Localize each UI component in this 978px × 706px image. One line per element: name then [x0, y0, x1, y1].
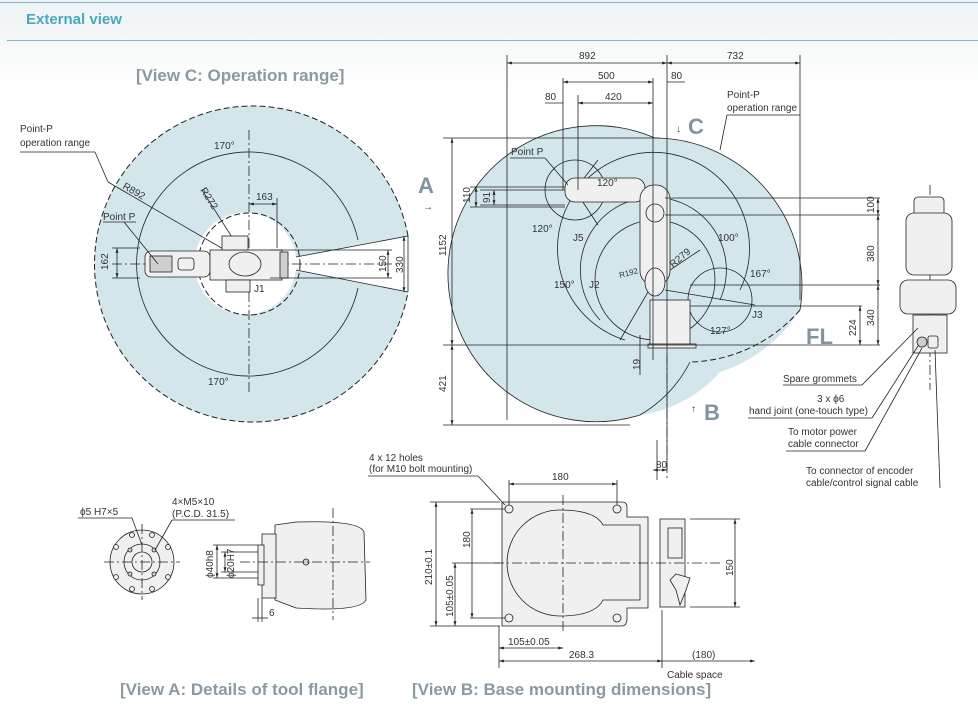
- arrow-a-glyph: →: [423, 202, 433, 213]
- angle-167: 167°: [750, 269, 771, 280]
- dim-19: 19: [632, 358, 643, 370]
- dim-80-left: 80: [545, 92, 557, 103]
- mount-hole: [612, 504, 622, 514]
- wrist-body: [274, 521, 367, 610]
- view-a-title: [View A: Details of tool flange]: [120, 680, 364, 699]
- base-dim-180-left: 180: [462, 531, 473, 548]
- view-c-point-p: Point P: [103, 212, 136, 223]
- side-view-drawing: [443, 55, 880, 480]
- dim-110: 110: [462, 187, 473, 203]
- dim-1152: 1152: [438, 234, 449, 256]
- side-range-label-2: operation range: [727, 103, 797, 114]
- front-arm: [905, 212, 953, 276]
- callout-motor-power-1: To motor power: [788, 427, 858, 438]
- view-c-dim-162: 162: [100, 253, 111, 270]
- floor-level-label: FL: [806, 324, 833, 349]
- dim-80-top: 80: [671, 71, 683, 82]
- mount-hole: [504, 504, 514, 514]
- base-dim-210: 210±0.1: [424, 548, 435, 585]
- dim-892: 892: [579, 51, 596, 62]
- base-dim-180-cable: (180): [692, 650, 715, 661]
- dim-340: 340: [866, 309, 877, 326]
- dia-40h8: ϕ40h8: [205, 550, 216, 578]
- view-c-j1: J1: [254, 284, 265, 295]
- base-dim-105-v: 105±0.05: [445, 575, 456, 617]
- joint-j3: J3: [752, 310, 763, 321]
- front-view-drawing: [748, 185, 957, 489]
- dim-380: 380: [866, 245, 877, 262]
- header-rule: [7, 40, 978, 41]
- side-point-p: Point P: [511, 147, 544, 158]
- dim-500: 500: [598, 71, 615, 82]
- angle-j5-bottom: 120°: [532, 224, 553, 235]
- callout-hand-joint-1: 3 x ϕ6: [817, 394, 845, 405]
- dim-80-bottom: 80: [656, 460, 668, 471]
- callout-encoder-2: cable/control signal cable: [806, 478, 919, 489]
- dim-420: 420: [605, 92, 622, 103]
- dim-421: 421: [438, 375, 449, 392]
- view-c-drawing: [20, 105, 409, 423]
- arrow-c-glyph: ↓: [676, 124, 681, 135]
- cable-space-label: Cable space: [667, 670, 723, 681]
- arrow-b-label: B: [704, 400, 720, 425]
- base-dim-180-top: 180: [552, 472, 569, 483]
- callout-motor-power-2: cable connector: [788, 439, 859, 450]
- base-dim-268: 268.3: [569, 650, 594, 661]
- dim-732: 732: [727, 51, 744, 62]
- arrow-b-glyph: ↑: [691, 404, 696, 415]
- view-c-dim-163: 163: [256, 192, 273, 203]
- tap-holes-label-1: 4×M5×10: [172, 497, 215, 508]
- callout-spare-grommets: Spare grommets: [783, 374, 857, 385]
- view-b-title: [View B: Base mounting dimensions]: [412, 680, 712, 699]
- view-c-tool: [149, 255, 173, 273]
- joint-j5: J5: [573, 233, 584, 244]
- mount-hole: [504, 613, 514, 623]
- view-c-dim-330: 330: [395, 256, 406, 273]
- view-b-drawing: [368, 475, 755, 668]
- angle-j5-top: 120°: [597, 178, 618, 189]
- view-a-drawing: [78, 508, 370, 622]
- side-base: [649, 299, 691, 346]
- arrow-c-label: C: [688, 114, 704, 139]
- view-c-angle-top: 170°: [214, 141, 235, 152]
- angle-j2: 150°: [554, 280, 575, 291]
- base-dim-105-h: 105±0.05: [508, 637, 550, 648]
- view-c-range-area: [94, 105, 408, 423]
- top-rule: [0, 2, 978, 3]
- side-range-area: [447, 125, 802, 422]
- dia-20h7: ϕ20H7: [226, 548, 237, 578]
- callout-hand-joint-2: hand joint (one-touch type): [749, 406, 868, 417]
- joint-j2: J2: [589, 280, 600, 291]
- base-dim-150: 150: [725, 559, 736, 576]
- section-title: External view: [26, 11, 122, 28]
- view-c-outer-arc: [94, 105, 409, 423]
- dim-6: 6: [269, 608, 275, 619]
- callout-encoder-1: To connector of encoder: [806, 466, 914, 477]
- view-c-range-label-2: operation range: [20, 138, 90, 149]
- side-range-label-1: Point-P: [727, 90, 760, 101]
- pin-hole-label: ϕ5 H7×5: [80, 507, 119, 518]
- angle-100: 100°: [718, 233, 739, 244]
- view-c-range-label-1: Point-P: [20, 124, 53, 135]
- angle-127: 127°: [710, 326, 731, 337]
- view-c-dim-150: 150: [378, 255, 389, 272]
- dim-224: 224: [848, 319, 859, 336]
- holes-label-2: (for M10 bolt mounting): [369, 464, 472, 475]
- mount-hole: [612, 613, 622, 623]
- tap-holes-label-2: (P.C.D. 31.5): [172, 509, 229, 520]
- dim-91: 91: [482, 191, 493, 203]
- holes-label-1: 4 x 12 holes: [369, 453, 423, 464]
- view-c-angle-bottom: 170°: [208, 377, 229, 388]
- arrow-a-label: A: [418, 173, 434, 198]
- dim-100: 100: [866, 196, 877, 213]
- view-c-title: [View C: Operation range]: [136, 66, 345, 85]
